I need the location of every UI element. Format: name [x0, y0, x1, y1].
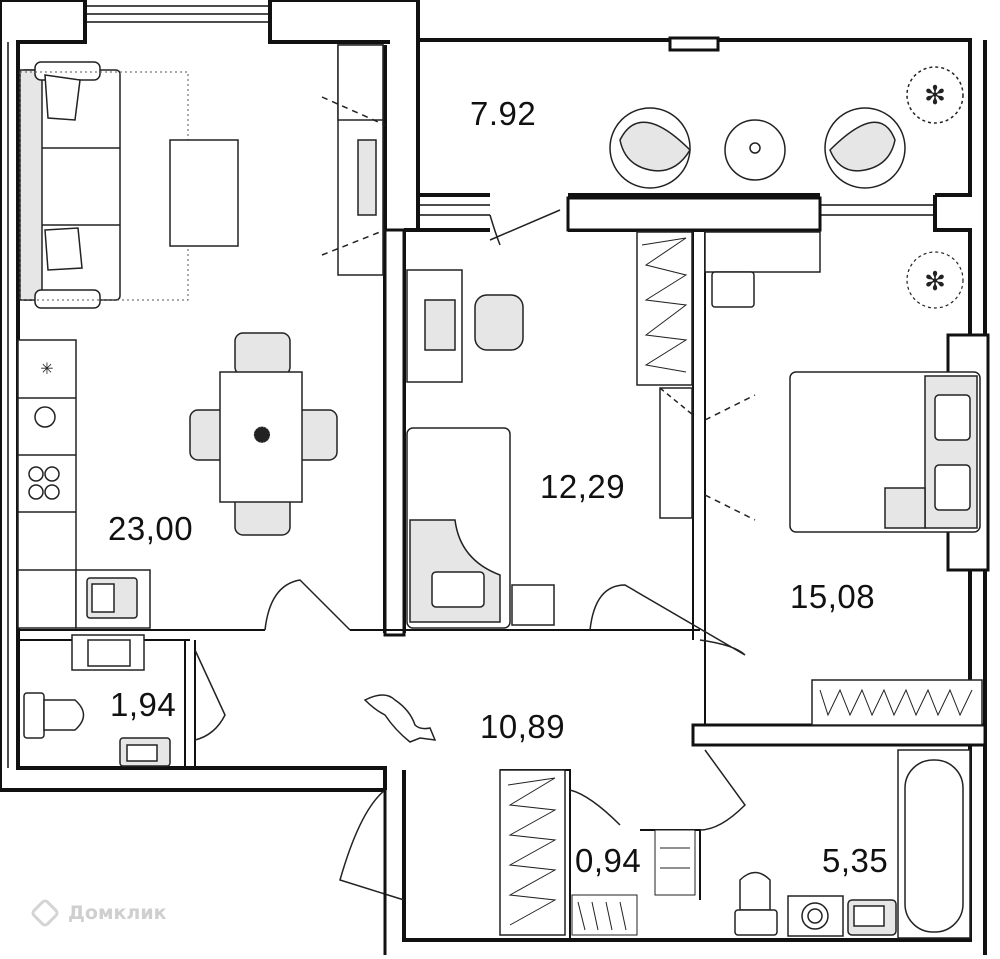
bathroom-fixtures [734, 749, 971, 939]
svg-text:✺: ✺ [254, 423, 271, 447]
bathtub-icon [897, 749, 971, 939]
toilet-icon [734, 871, 778, 936]
svg-text:✻: ✻ [924, 266, 946, 296]
tv-unit-icon [321, 44, 386, 276]
plant-icon: ✻ [906, 66, 964, 124]
balcony-furniture: ✻ [609, 66, 964, 189]
sofa-icon [19, 61, 121, 309]
plant-icon: ✻ [906, 251, 964, 309]
svg-text:✻: ✻ [924, 80, 946, 110]
area-living-kitchen: 23,00 [108, 510, 194, 547]
area-hall: 10,89 [480, 708, 566, 745]
area-closet: 0,94 [575, 842, 642, 879]
watermark-text: Домклик [68, 902, 167, 924]
closet-shelf [571, 829, 696, 936]
doors [194, 209, 746, 901]
dresser-icon [704, 231, 821, 308]
area-wc: 1,94 [110, 686, 177, 723]
area-bedroom-small: 12,29 [540, 468, 626, 505]
dining-table-icon: ✺ [189, 332, 338, 536]
washer-icon [787, 895, 844, 937]
area-bathroom: 5,35 [822, 842, 889, 879]
watermark: Домклик [29, 897, 167, 929]
toilet-icon [23, 692, 85, 739]
windows [7, 5, 935, 768]
wc-fixtures [23, 634, 171, 767]
kitchen-counter: ✳ [17, 339, 151, 629]
hall-wardrobe-icon [499, 769, 566, 936]
bed-icon [704, 371, 981, 533]
domclick-logo-icon [29, 897, 61, 929]
dog-icon [363, 694, 437, 743]
desk-icon [406, 269, 524, 383]
wardrobe-icon [811, 679, 983, 726]
area-balcony: 7.92 [470, 95, 537, 132]
bed-icon [406, 427, 555, 629]
sink-icon [847, 899, 897, 936]
wardrobe-icon [636, 231, 694, 519]
area-bedroom-large: 15,08 [790, 578, 876, 615]
coffee-table-icon [169, 139, 239, 247]
sink-icon [119, 737, 171, 767]
svg-text:✳: ✳ [40, 361, 53, 378]
